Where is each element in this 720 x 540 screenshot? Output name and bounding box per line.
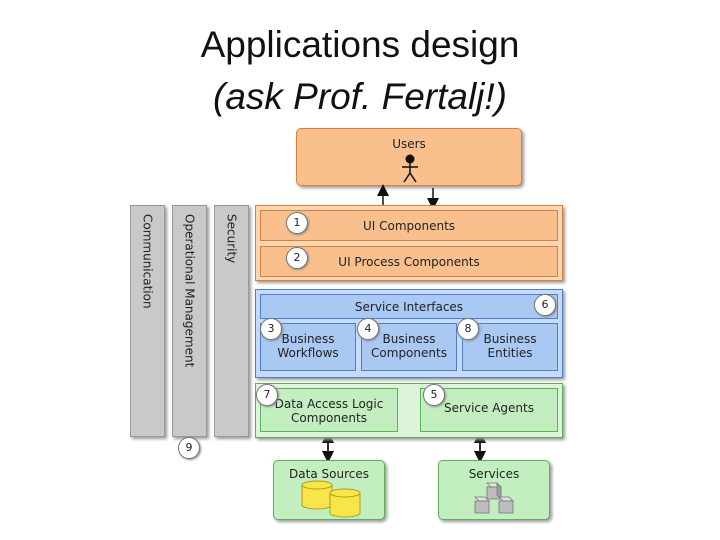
data-layer: Data Access Logic Components Service Age… <box>255 383 563 438</box>
crosscut-number-badge: 9 <box>178 437 200 459</box>
business-layer: Service Interfaces Business Workflows Bu… <box>255 289 563 378</box>
service-interfaces-box: Service Interfaces <box>260 294 558 319</box>
number-badge-8: 8 <box>457 318 479 340</box>
data-access-logic-box: Data Access Logic Components <box>260 388 398 432</box>
data-access-line2: Components <box>291 411 367 425</box>
number-badge-3: 3 <box>260 318 282 340</box>
user-stick-figure-icon <box>402 154 418 183</box>
service-agents-label: Service Agents <box>444 401 534 415</box>
business-components-line1: Business <box>382 332 436 346</box>
data-access-line1: Data Access Logic <box>274 397 384 411</box>
ui-components-box: UI Components <box>260 210 558 241</box>
vertical-operational-management: Operational Management <box>172 205 207 437</box>
business-entities-line2: Entities <box>487 346 533 360</box>
users-label: Users <box>392 137 426 151</box>
presentation-layer: UI Components UI Process Components <box>255 205 563 281</box>
services-box: Services <box>438 460 550 520</box>
vertical-communication-label: Communication <box>140 214 155 309</box>
ui-components-label: UI Components <box>362 219 456 233</box>
data-sources-label: Data Sources <box>289 467 369 481</box>
database-cylinders-icon <box>301 480 361 518</box>
business-components-line2: Components <box>371 346 447 360</box>
vertical-security: Security <box>214 205 249 437</box>
number-badge-7: 7 <box>256 384 278 406</box>
number-badge-1: 1 <box>286 212 308 234</box>
services-cubes-icon <box>474 482 514 514</box>
number-badge-2: 2 <box>286 247 308 269</box>
business-workflows-line2: Workflows <box>277 346 339 360</box>
number-badge-5: 5 <box>423 384 445 406</box>
number-badge-6: 6 <box>534 294 556 316</box>
business-workflows-line1: Business <box>281 332 335 346</box>
vertical-operational-management-label: Operational Management <box>182 214 197 368</box>
ui-process-components-box: UI Process Components <box>260 246 558 277</box>
vertical-security-label: Security <box>224 214 239 264</box>
slide-subtitle: (ask Prof. Fertalj!) <box>213 76 507 117</box>
users-box: Users <box>296 128 522 186</box>
service-interfaces-label: Service Interfaces <box>354 300 464 314</box>
vertical-communication: Communication <box>130 205 165 437</box>
ui-process-components-label: UI Process Components <box>338 255 480 269</box>
data-sources-box: Data Sources <box>273 460 385 520</box>
slide-title: Applications design <box>200 24 520 65</box>
services-label: Services <box>468 467 520 481</box>
business-entities-line1: Business <box>483 332 537 346</box>
number-badge-4: 4 <box>357 318 379 340</box>
